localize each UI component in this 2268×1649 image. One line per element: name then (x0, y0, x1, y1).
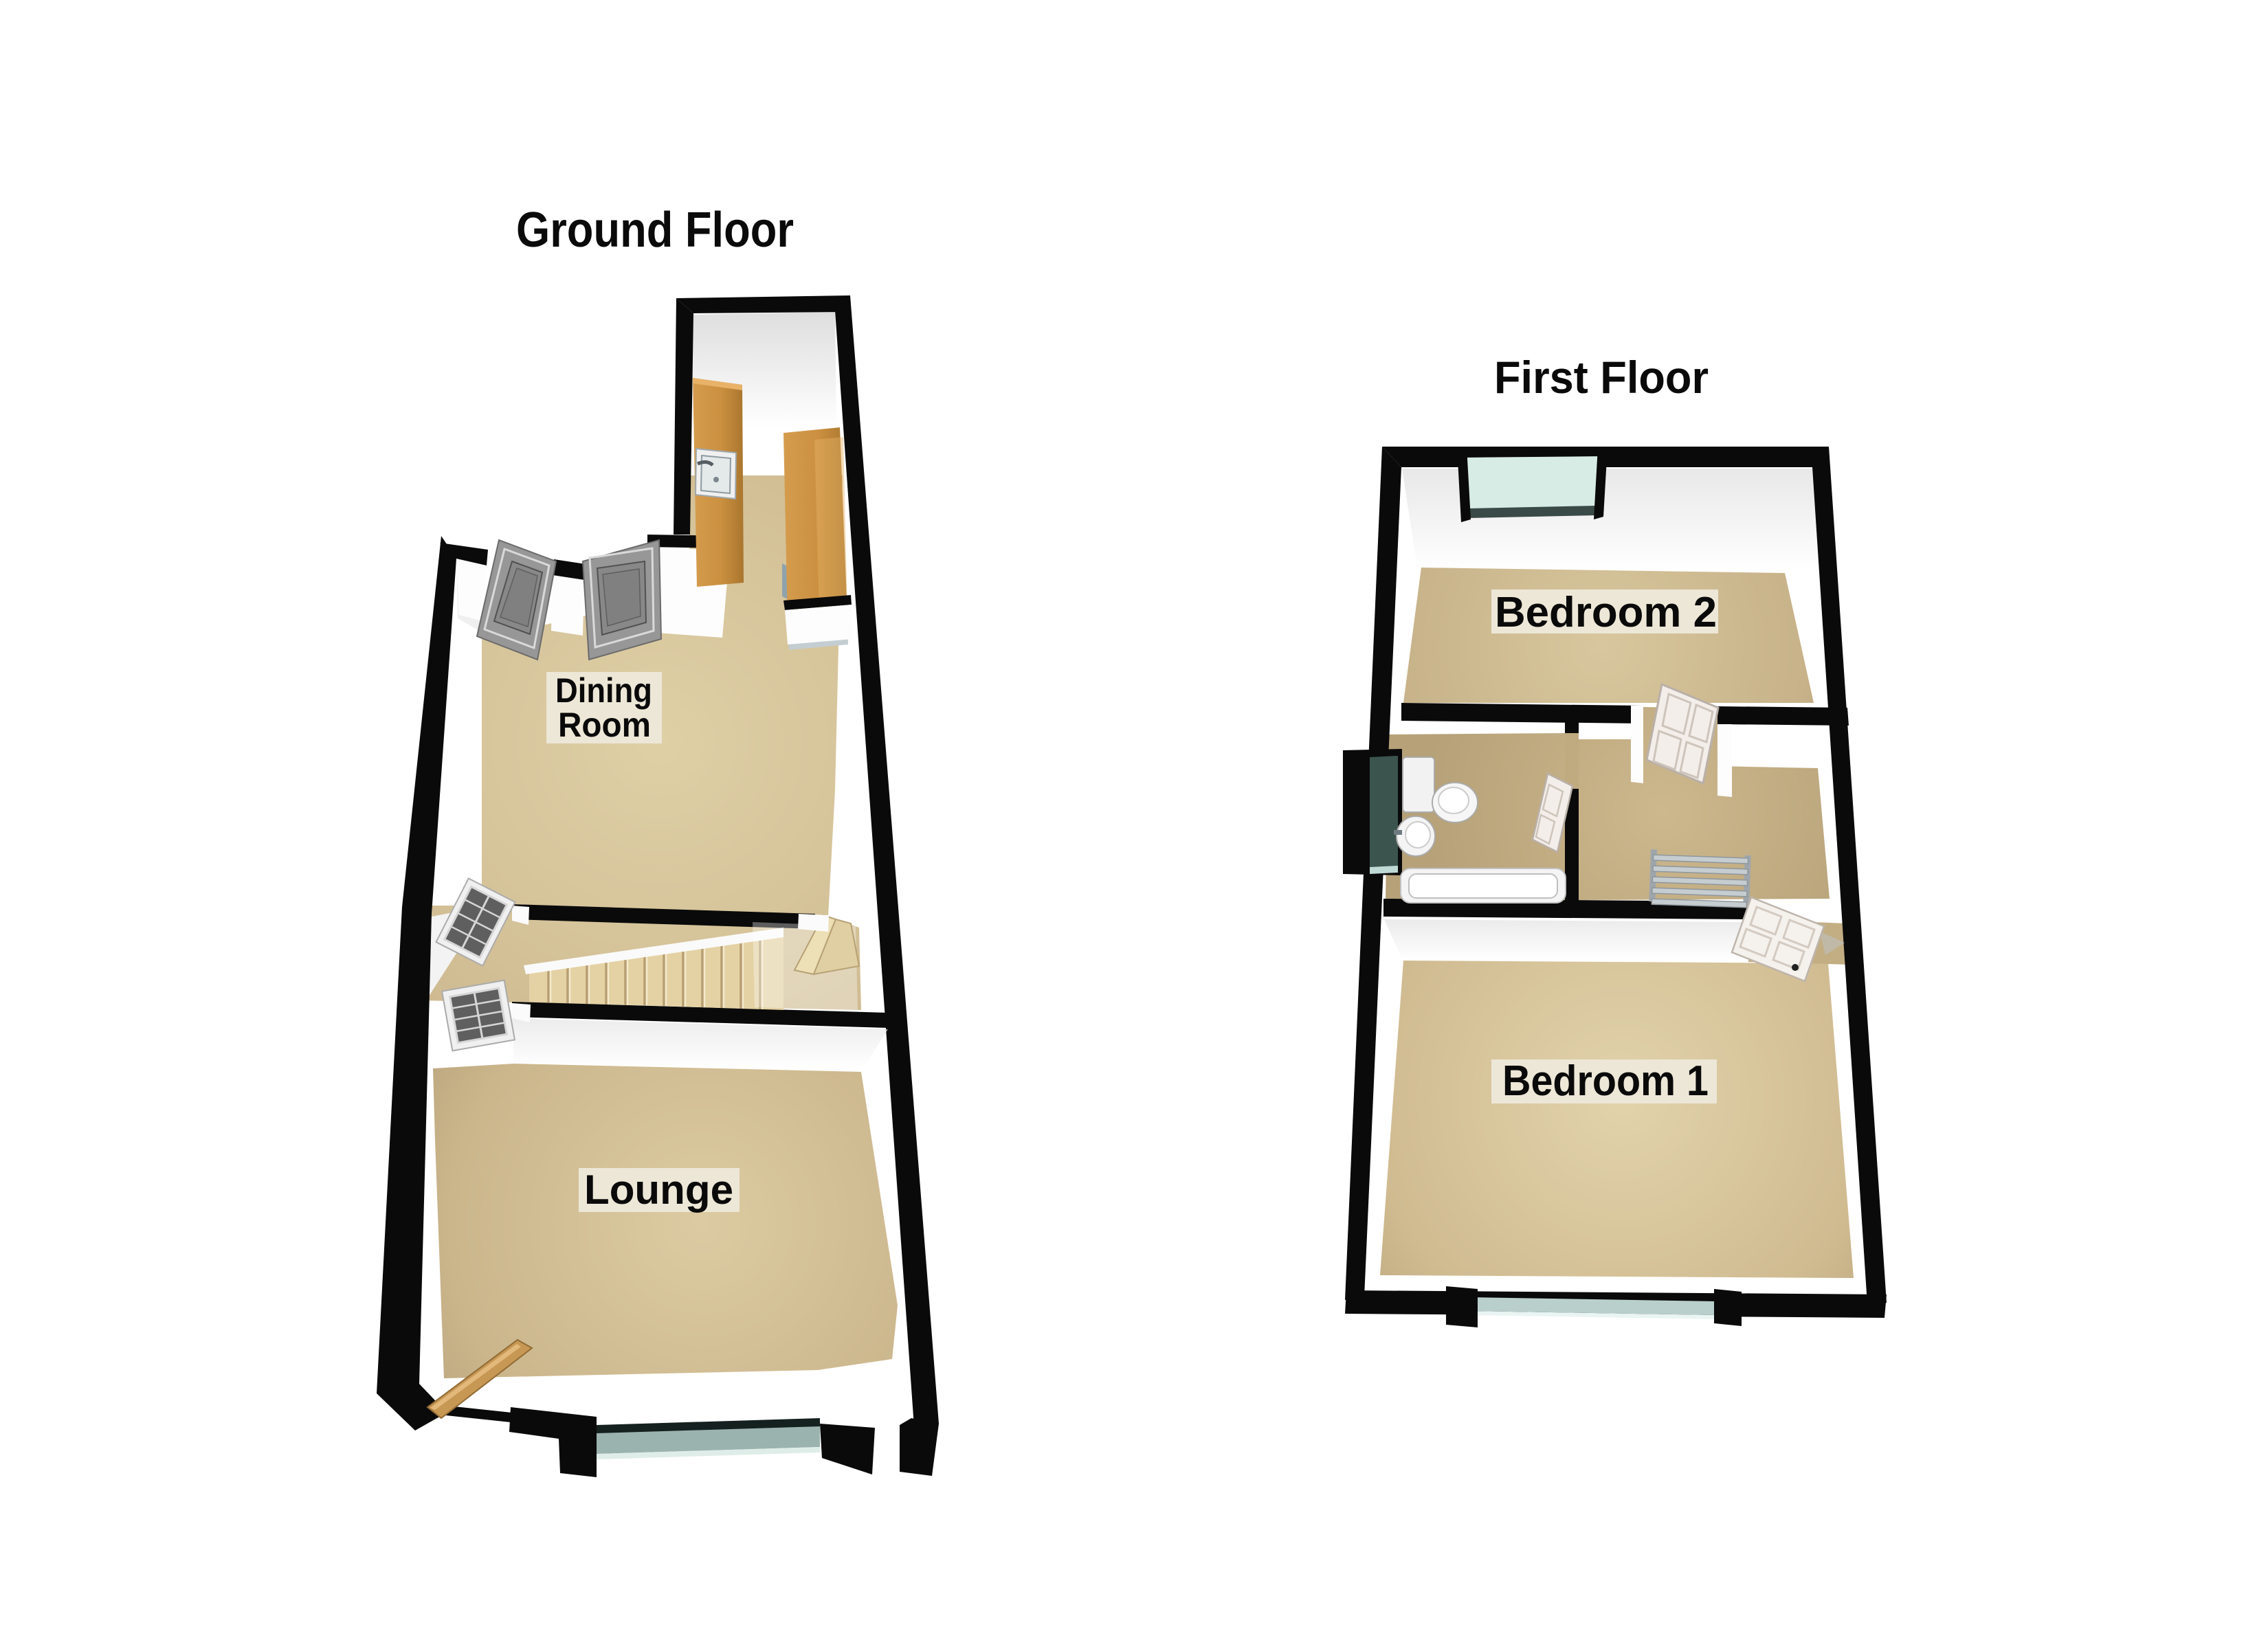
svg-text:Room: Room (558, 706, 651, 744)
svg-text:Dining: Dining (555, 671, 652, 710)
svg-text:Ground Floor: Ground Floor (516, 203, 794, 258)
svg-text:Bedroom 1: Bedroom 1 (1502, 1057, 1709, 1105)
svg-text:First Floor: First Floor (1494, 352, 1709, 403)
svg-text:Lounge: Lounge (584, 1167, 733, 1213)
svg-text:Bedroom 2: Bedroom 2 (1495, 589, 1717, 636)
